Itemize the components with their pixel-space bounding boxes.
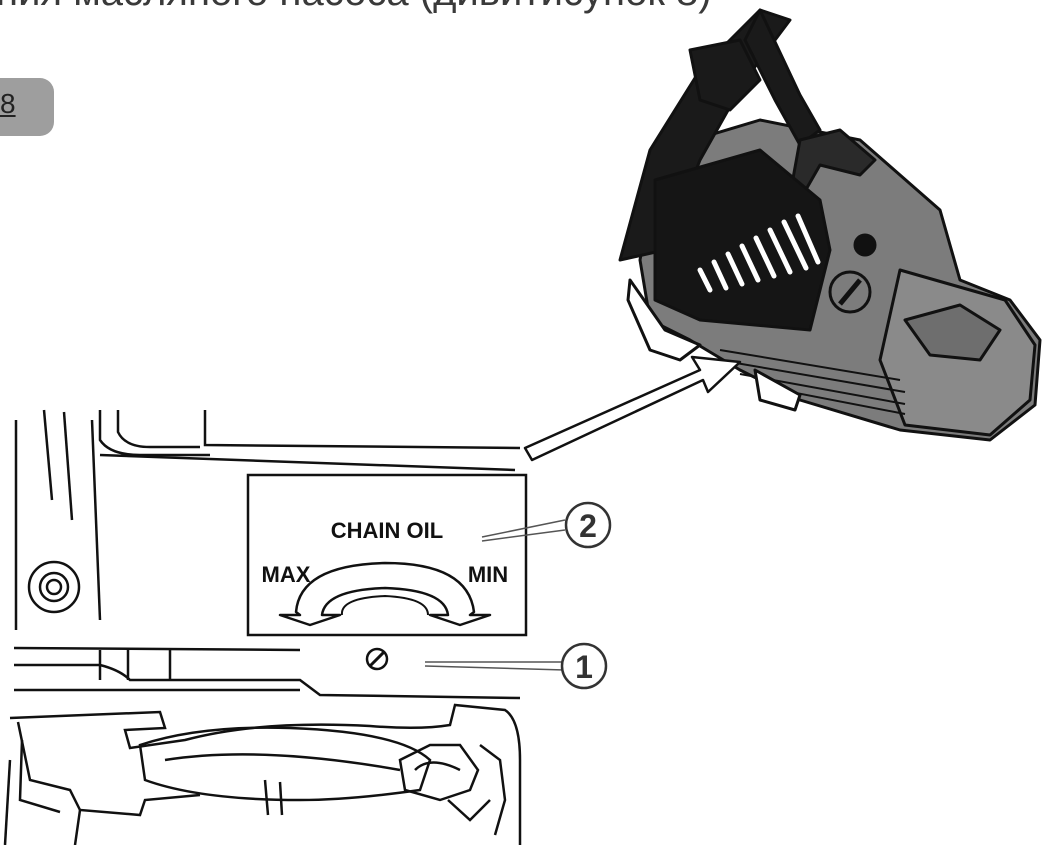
oil-plate: CHAIN OIL MAX MIN bbox=[262, 518, 508, 627]
plate-title: CHAIN OIL bbox=[331, 518, 443, 543]
figure-number-label: 8 bbox=[0, 88, 16, 119]
plate-min-label: MIN bbox=[468, 562, 508, 587]
pointer-arrow bbox=[523, 355, 742, 462]
adjust-direction-arrow bbox=[278, 561, 492, 627]
callout-2: 2 bbox=[481, 501, 612, 549]
pump-detail-view bbox=[3, 409, 528, 845]
figure-number-tab: 8 bbox=[0, 78, 54, 136]
callout-1: 1 bbox=[424, 642, 608, 690]
plate-max-label: MAX bbox=[262, 562, 311, 587]
chainsaw-illustration bbox=[618, 8, 1042, 442]
callout-1-number: 1 bbox=[575, 649, 593, 685]
page-header-text: ния масляного насоса (дивитисунок 8) bbox=[0, 0, 712, 15]
callout-2-number: 2 bbox=[579, 508, 597, 544]
